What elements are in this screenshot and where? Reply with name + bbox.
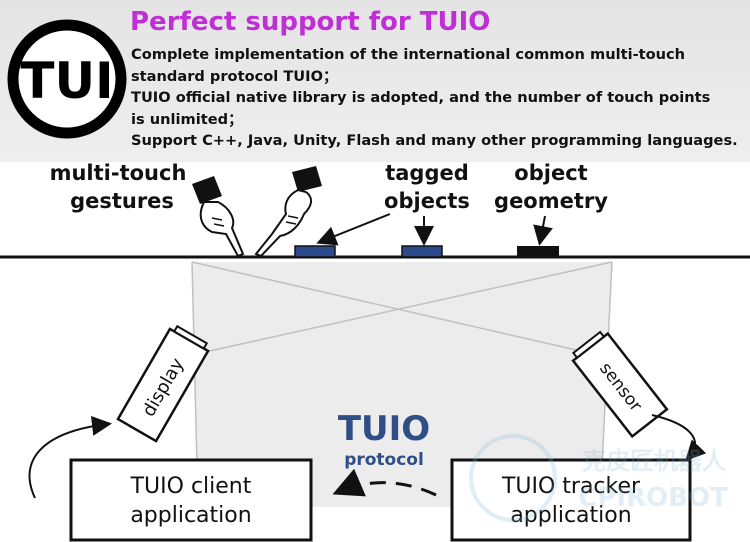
label-tagged-line2: objects <box>384 189 470 213</box>
tagged-arrow <box>316 213 391 246</box>
feature-line: Support C++, Java, Unity, Flash and many… <box>131 132 738 149</box>
geometry-arrow <box>533 215 553 246</box>
sensor-camera: sensor <box>571 330 669 439</box>
tuio-logo: TUI <box>7 19 127 139</box>
pointing-hand-left-icon <box>192 176 245 258</box>
watermark: 克皮匠机器人 CPIROBOT <box>469 434 728 522</box>
tuio-diagram: multi-touch gestures tagged objects obje… <box>0 162 750 542</box>
protocol-title: TUIO <box>338 409 430 449</box>
watermark-cn-text: 克皮匠机器人 <box>582 447 726 475</box>
protocol-arrow <box>332 468 437 497</box>
feature-line: TUIO official native library is adopted,… <box>131 89 711 106</box>
watermark-logo-icon <box>469 434 557 522</box>
protocol-subtitle: protocol <box>344 450 424 470</box>
client-application-box: TUIO client application <box>69 458 313 542</box>
label-tagged-line1: tagged <box>385 162 469 185</box>
label-geometry-line2: geometry <box>494 189 608 213</box>
logo-text: TUI <box>20 52 113 110</box>
feature-line: Complete implementation of the internati… <box>131 46 686 63</box>
watermark-en-text: CPIROBOT <box>578 483 728 513</box>
tracker-box-line2: application <box>510 503 631 528</box>
sensor-to-tracker-arrow <box>651 414 707 461</box>
client-to-display-arrow <box>28 415 112 499</box>
label-geometry: object geometry <box>494 162 608 213</box>
feature-description: Complete implementation of the internati… <box>131 44 738 152</box>
page-title: Perfect support for TUIO <box>130 7 491 37</box>
tracker-box-line1: TUIO tracker <box>501 474 641 499</box>
label-geometry-line1: object <box>514 162 587 185</box>
tagged-object <box>401 245 443 258</box>
geometry-object <box>517 246 559 257</box>
header-banner: TUI Perfect support for TUIO Complete im… <box>0 0 750 162</box>
client-box-line2: application <box>130 503 251 528</box>
feature-line: is unlimited； <box>131 110 243 128</box>
label-gestures: multi-touch gestures <box>50 162 187 213</box>
pointing-hand-right-icon <box>254 166 322 258</box>
tracker-application-box: TUIO tracker application <box>450 458 692 542</box>
label-tagged: tagged objects <box>384 162 470 213</box>
feature-line: standard protocol TUIO； <box>131 67 338 85</box>
tagged-object <box>294 245 336 258</box>
label-gestures-line2: gestures <box>70 189 174 213</box>
label-gestures-line1: multi-touch <box>50 162 187 185</box>
client-box-line1: TUIO client <box>130 474 252 499</box>
